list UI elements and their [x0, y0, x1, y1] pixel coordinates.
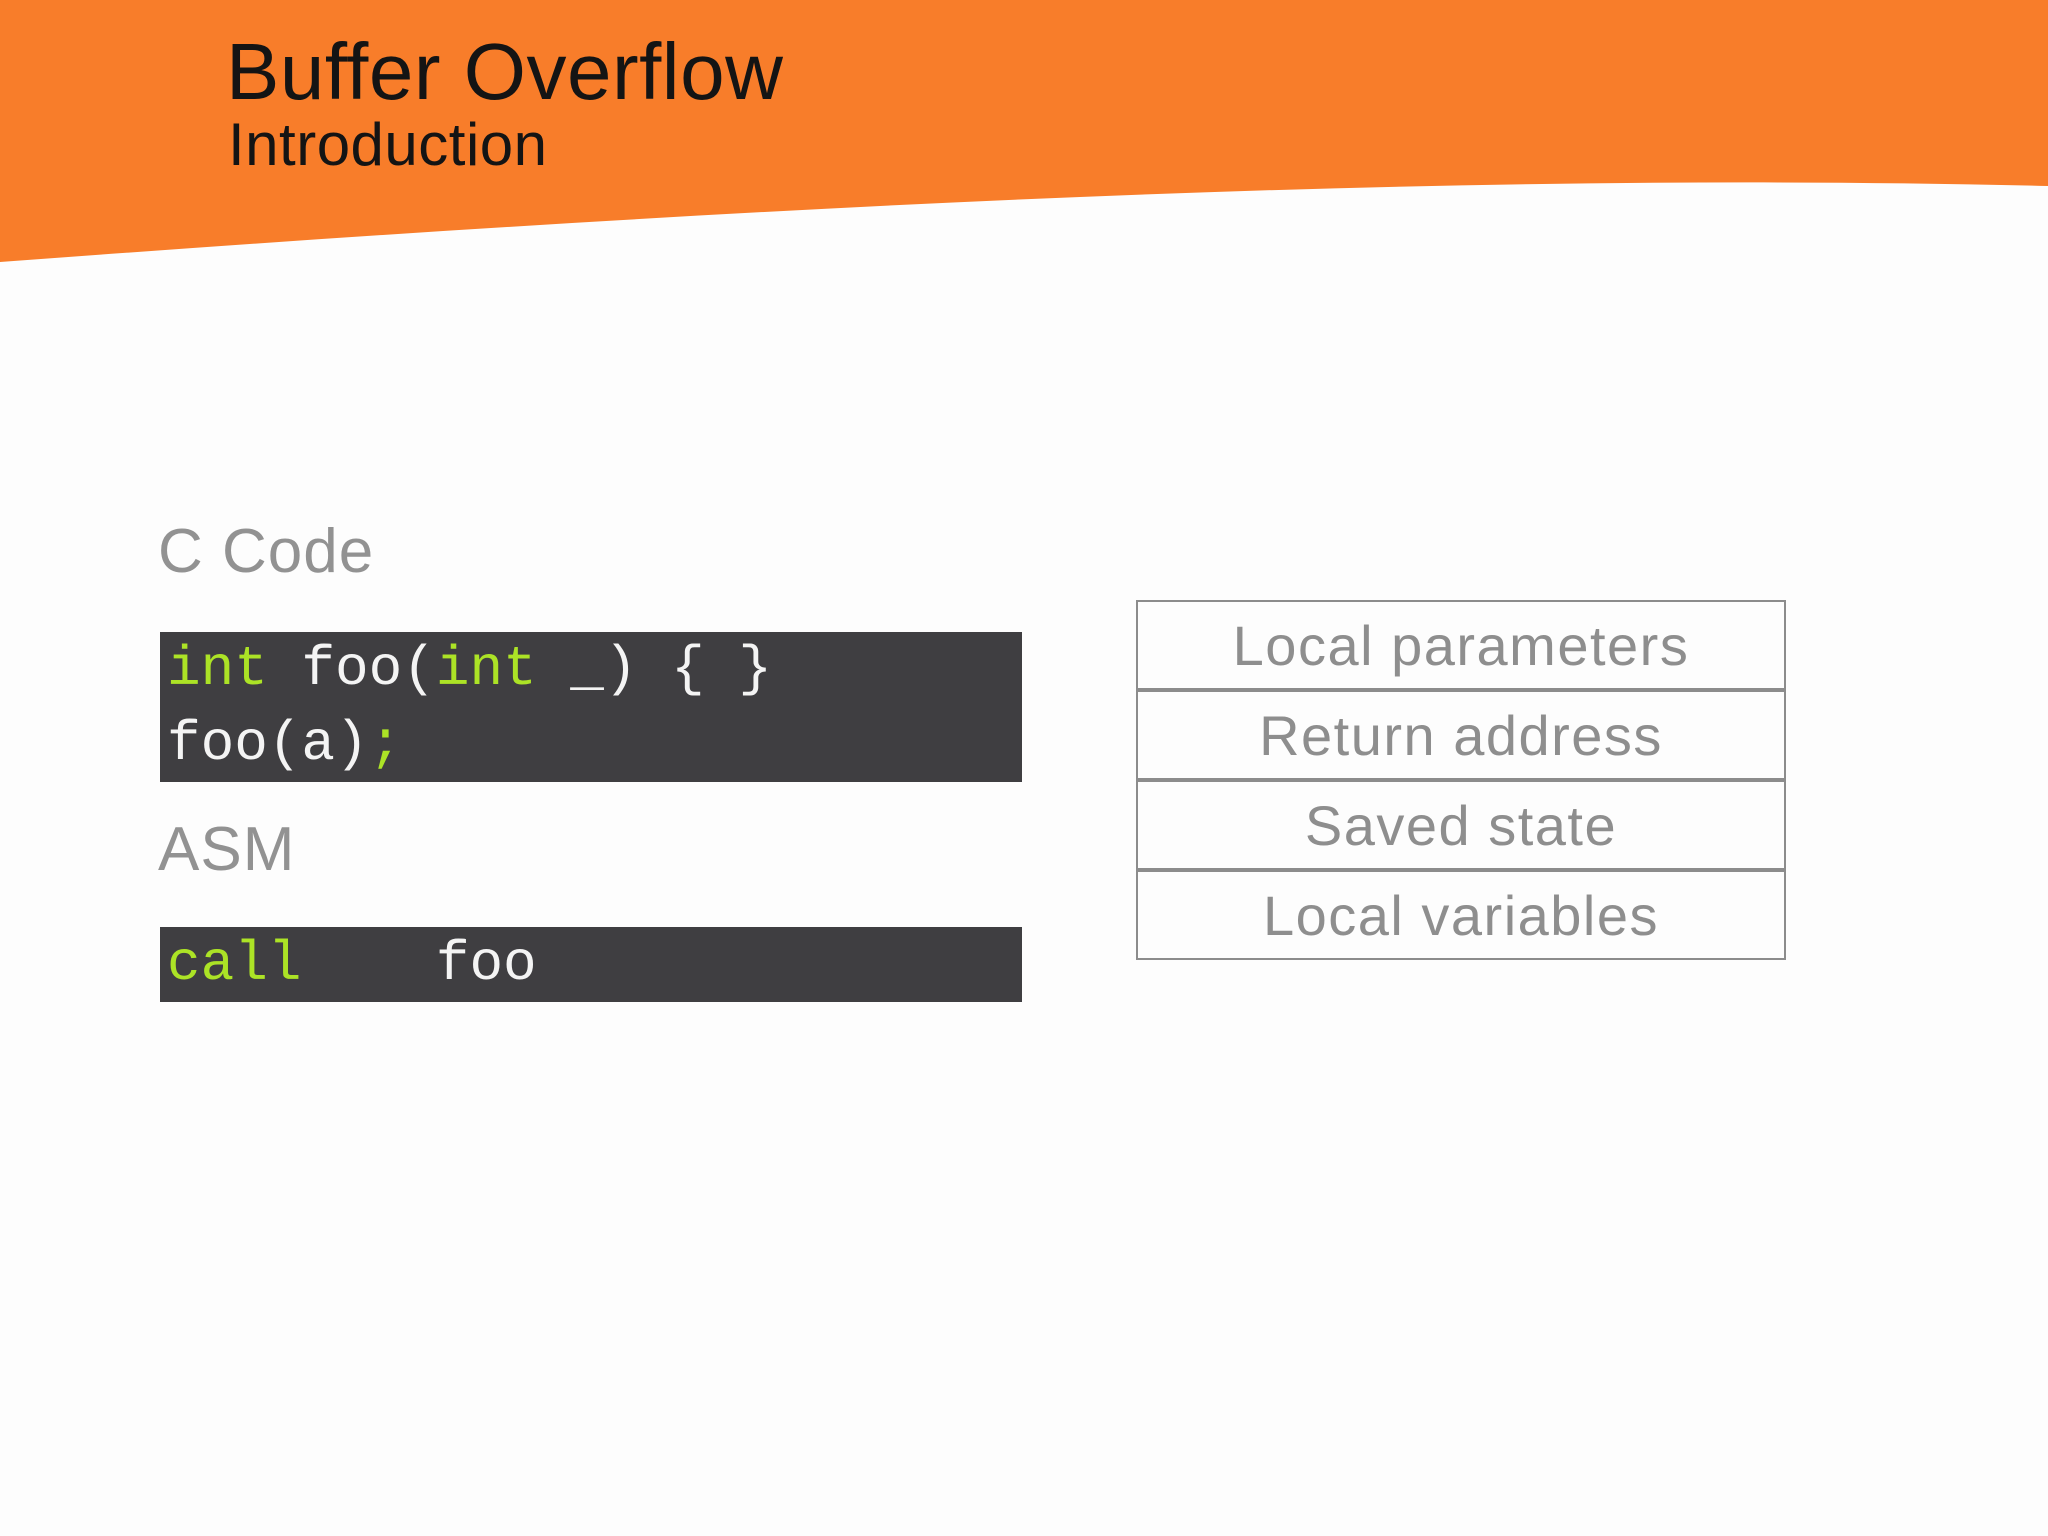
code-token-plain: _) { }: [536, 637, 772, 701]
code-token-keyword: int: [167, 637, 268, 701]
code-line: foo(a);: [160, 707, 1022, 782]
asm-label: ASM: [158, 815, 296, 884]
code-token-keyword: ;: [368, 712, 403, 776]
code-token-plain: foo(: [267, 637, 436, 701]
code-line: call foo: [160, 927, 1022, 1002]
code-token-keyword: call: [167, 932, 302, 996]
c-code-block: int foo(int _) { }foo(a);: [160, 632, 1022, 782]
code-line: int foo(int _) { }: [160, 632, 1022, 707]
code-token-plain: foo(a): [167, 712, 369, 776]
stack-cell: Saved state: [1136, 780, 1786, 870]
asm-code-block: call foo: [160, 927, 1022, 1002]
stack-cell: Local variables: [1136, 870, 1786, 960]
code-token-keyword: int: [435, 637, 537, 701]
slide-subtitle: Introduction: [228, 111, 548, 178]
stack-cell: Local parameters: [1136, 600, 1786, 690]
header-orange-wave: [0, 0, 2048, 262]
stack-cell: Return address: [1136, 690, 1786, 780]
c-code-label: C Code: [158, 517, 375, 586]
slide-title: Buffer Overflow: [226, 27, 784, 116]
code-token-plain: foo: [301, 932, 537, 996]
